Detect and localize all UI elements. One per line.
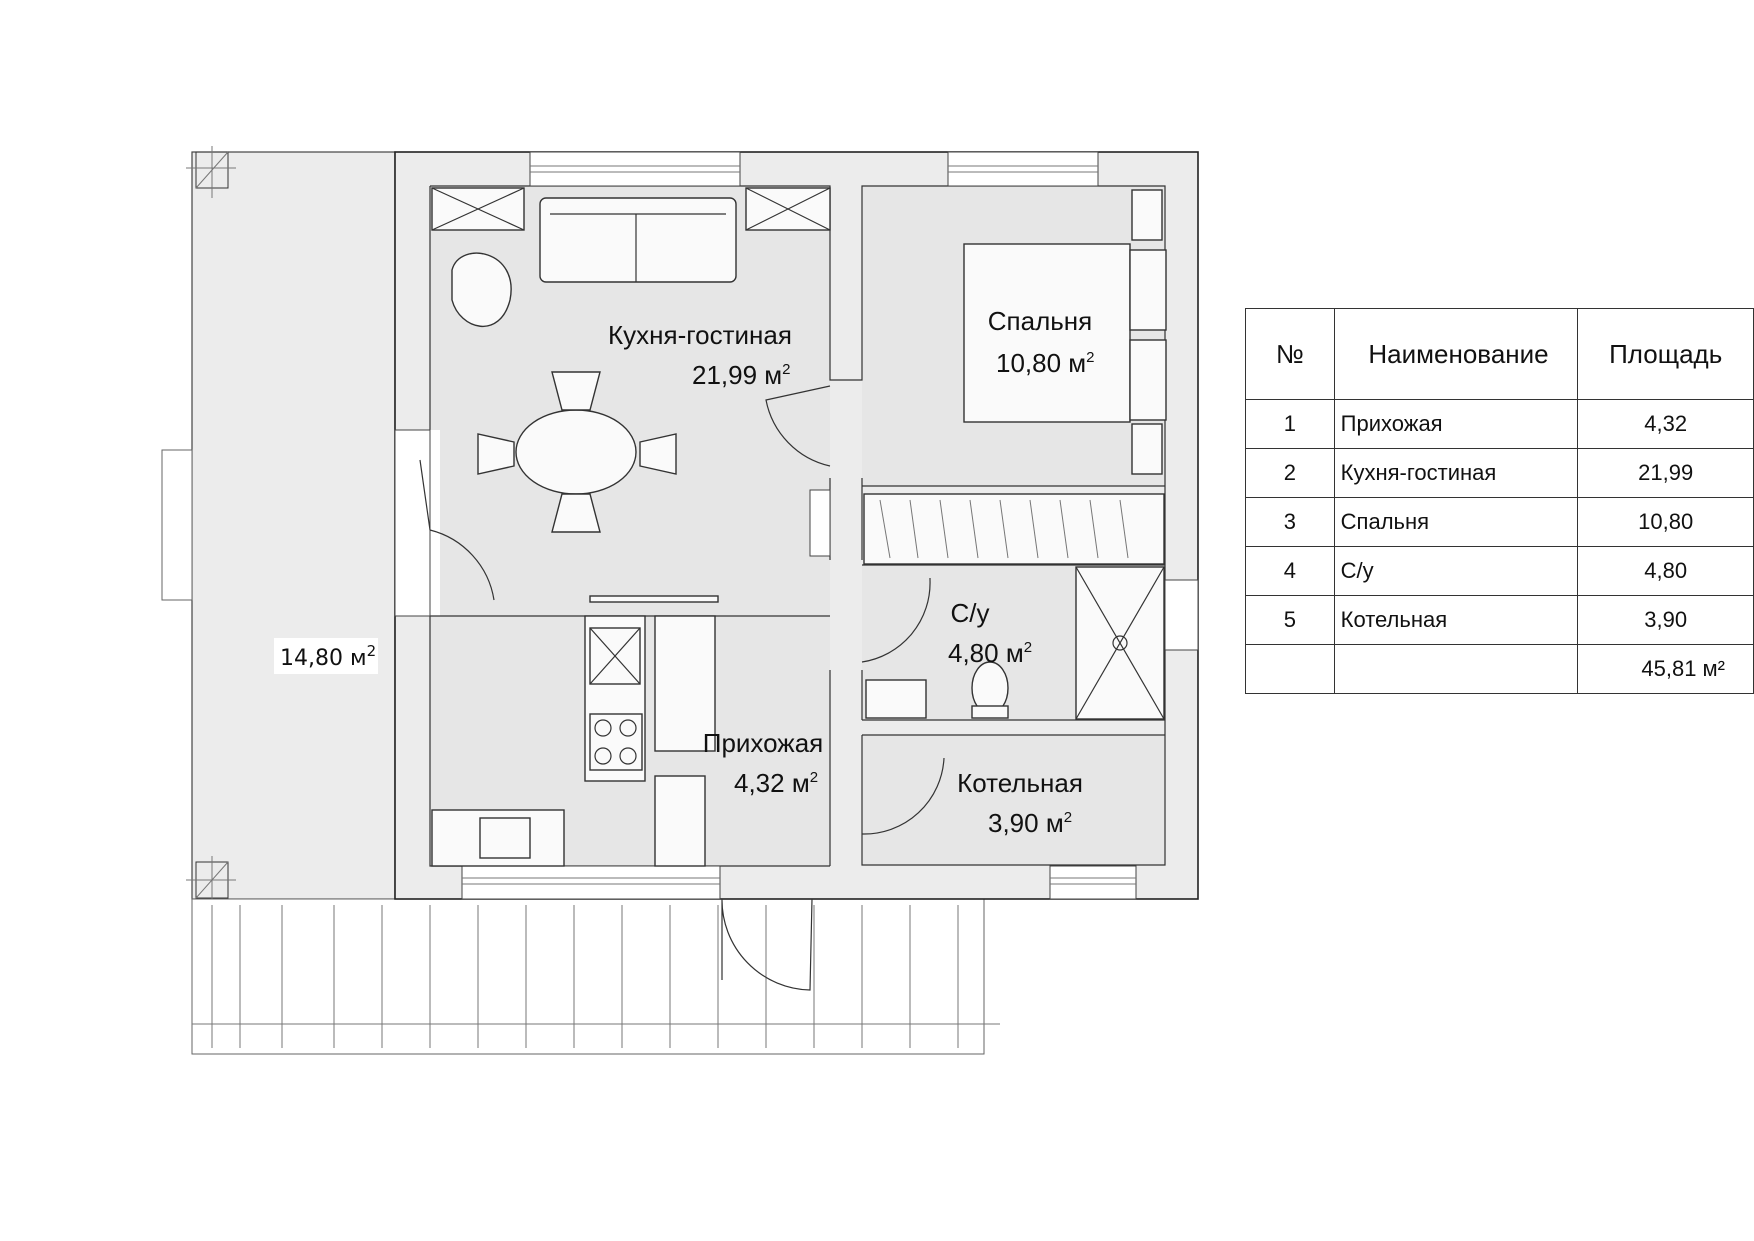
bedroom-area-sup: 2 xyxy=(1086,349,1094,366)
room-labels: Кухня-гостиная 21,99 м2 Спальня 10,80 м2… xyxy=(274,306,1095,838)
legend-total-row: 45,81 м² xyxy=(1245,644,1754,694)
legend-row: 1 Прихожая 4,32 xyxy=(1245,399,1754,449)
bedroom-area: 10,80 м xyxy=(996,348,1086,378)
legend-cell-name: Прихожая xyxy=(1333,399,1579,449)
legend-cell-number: 5 xyxy=(1245,595,1335,645)
windows xyxy=(394,151,1199,900)
legend-cell-name: Спальня xyxy=(1333,497,1579,547)
bed-icon xyxy=(963,243,1131,423)
legend-total-blank xyxy=(1333,644,1579,694)
washbasin-icon xyxy=(865,679,927,719)
sink-icon xyxy=(479,817,531,859)
boiler-name: Котельная xyxy=(957,768,1083,798)
kitchen-furniture xyxy=(431,187,831,867)
tv-icon xyxy=(589,595,719,603)
kitchen-area-sup: 2 xyxy=(782,361,790,378)
armchair-icon xyxy=(451,252,512,328)
svg-text:4,80 м2: 4,80 м2 xyxy=(948,638,1032,668)
legend-total-area: 45,81 м² xyxy=(1577,644,1754,694)
doors xyxy=(419,385,945,991)
legend-row: 3 Спальня 10,80 xyxy=(1245,497,1754,547)
boiler-area: 3,90 м xyxy=(988,808,1064,838)
terrace-bottom xyxy=(191,898,1000,1055)
kitchen-name: Кухня-гостиная xyxy=(608,320,792,350)
svg-text:4,32 м2: 4,32 м2 xyxy=(734,768,818,798)
legend-cell-name: Котельная xyxy=(1333,595,1579,645)
legend-cell-number: 3 xyxy=(1245,497,1335,547)
wardrobe-icon xyxy=(863,493,1165,565)
legend-header-row: № Наименование Площадь xyxy=(1245,308,1754,400)
legend-row: 2 Кухня-гостиная 21,99 xyxy=(1245,448,1754,498)
hallway-name: Прихожая xyxy=(703,728,823,758)
legend-header-area: Площадь xyxy=(1577,308,1754,400)
legend-row: 5 Котельная 3,90 xyxy=(1245,595,1754,645)
legend-cell-area: 4,32 xyxy=(1577,399,1754,449)
hallway-area-sup: 2 xyxy=(810,769,818,786)
legend-header-number: № xyxy=(1245,308,1335,400)
bathroom-area-sup: 2 xyxy=(1024,639,1032,656)
bathroom-fixtures xyxy=(865,566,1165,720)
room-legend-table: № Наименование Площадь 1 Прихожая 4,32 2… xyxy=(1245,308,1754,694)
legend-header-name: Наименование xyxy=(1333,308,1579,400)
legend-cell-name: С/у xyxy=(1333,546,1579,596)
legend-row: 4 С/у 4,80 xyxy=(1245,546,1754,596)
hallway-area: 4,32 м xyxy=(734,768,810,798)
kitchen-area: 21,99 м xyxy=(692,360,782,390)
bedroom-name: Спальня xyxy=(988,306,1092,336)
legend-cell-area: 3,90 xyxy=(1577,595,1754,645)
legend-cell-number: 4 xyxy=(1245,546,1335,596)
terrace-left xyxy=(161,146,396,906)
legend-cell-area: 21,99 xyxy=(1577,448,1754,498)
bedroom-furniture xyxy=(863,189,1167,565)
legend-cell-area: 10,80 xyxy=(1577,497,1754,547)
svg-text:14,80 м2: 14,80 м2 xyxy=(280,642,376,671)
svg-text:10,80 м2: 10,80 м2 xyxy=(996,348,1095,378)
sofa-icon xyxy=(539,197,737,283)
legend-cell-area: 4,80 xyxy=(1577,546,1754,596)
legend-cell-name: Кухня-гостиная xyxy=(1333,448,1579,498)
stove-icon xyxy=(589,713,643,771)
legend-total-blank xyxy=(1245,644,1335,694)
bathroom-name: С/у xyxy=(951,598,990,628)
svg-text:3,90 м2: 3,90 м2 xyxy=(988,808,1072,838)
legend-cell-number: 2 xyxy=(1245,448,1335,498)
legend-cell-number: 1 xyxy=(1245,399,1335,449)
svg-text:21,99 м2: 21,99 м2 xyxy=(692,360,791,390)
dining-table-icon xyxy=(515,409,637,495)
bathroom-area: 4,80 м xyxy=(948,638,1024,668)
boiler-area-sup: 2 xyxy=(1064,809,1072,826)
terrace-area-sup: 2 xyxy=(367,642,377,660)
terrace-area: 14,80 м xyxy=(280,646,367,671)
